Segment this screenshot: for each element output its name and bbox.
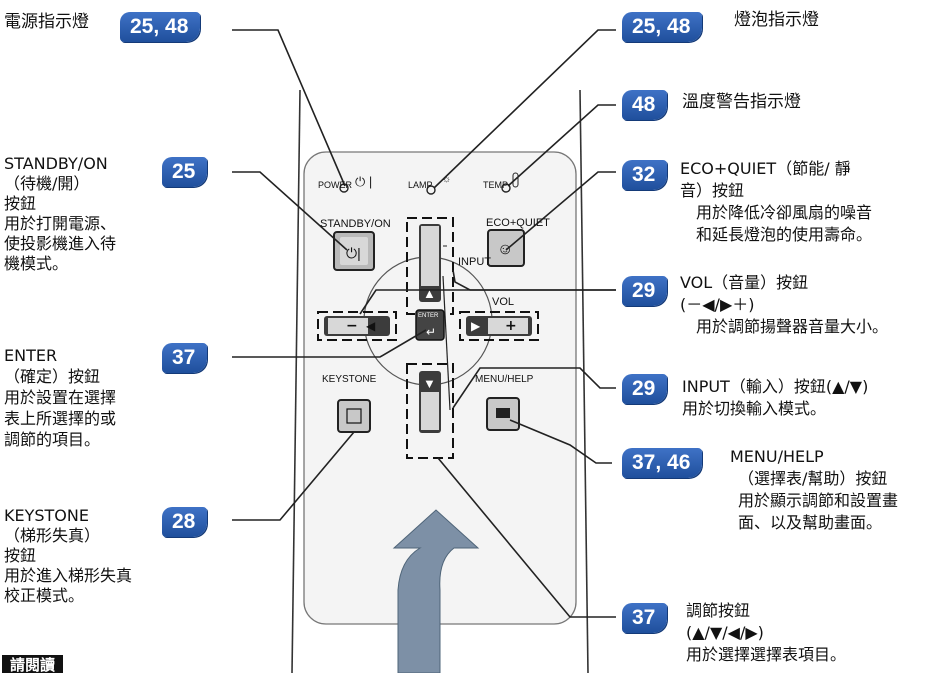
eco-line: 和延長燈泡的使用壽命。 xyxy=(696,225,873,244)
keystone-page-badge: 28 xyxy=(162,507,208,537)
right-button-frame xyxy=(459,311,539,341)
vol-page-badge: 29 xyxy=(622,276,668,306)
keystone-button[interactable] xyxy=(337,399,371,433)
vol-line: (－◀/▶＋) xyxy=(680,295,755,314)
lamp-title: 燈泡指示燈 xyxy=(734,10,819,30)
power-title: 電源指示燈 xyxy=(4,12,89,32)
menu-line: 面、以及幫助畫面。 xyxy=(738,513,883,532)
lamp-page-badge: 25, 48 xyxy=(622,12,703,42)
menu-line: （選擇表/幫助）按鈕 xyxy=(738,469,888,488)
menu-description: MENU/HELP （選擇表/幫助）按鈕 用於顯示調節和設置畫 面、以及幫助畫面… xyxy=(730,446,898,534)
standby-line: 機模式。 xyxy=(4,254,69,273)
eco-line: 音）按鈕 xyxy=(680,181,745,200)
lamp-indicator xyxy=(426,185,436,195)
standby-page-badge: 25 xyxy=(162,157,208,187)
power-page-badge: 25, 48 xyxy=(120,12,201,42)
keystone-remote-label: KEYSTONE xyxy=(322,374,377,385)
power-icon: ⏻| xyxy=(346,245,361,261)
standby-description: STANDBY/ON （待機/開） 按鈕 用於打開電源、 使投影機進入待 機模式… xyxy=(4,154,116,274)
enter-line: ENTER xyxy=(4,346,58,365)
direction-arrow xyxy=(392,509,480,673)
keystone-line: KEYSTONE xyxy=(4,506,89,525)
eco-leaf-icon: ☺ xyxy=(497,241,513,258)
up-arrow-icon: ▲ xyxy=(423,286,436,301)
temp-remote-label: TEMP xyxy=(483,180,509,190)
keystone-line: 按鈕 xyxy=(4,546,37,565)
left-arrow-icon: ◀ xyxy=(366,319,376,333)
eco-quiet-button[interactable] xyxy=(487,229,525,267)
standby-line: 使投影機進入待 xyxy=(4,234,117,253)
menu-remote-label: MENU/HELP xyxy=(475,374,534,385)
enter-page-badge: 37 xyxy=(162,343,208,373)
enter-return-icon: ↵ xyxy=(426,325,436,339)
standby-line: STANDBY/ON xyxy=(4,154,108,173)
standby-remote-label: STANDBY/ON xyxy=(320,218,391,230)
svg-text:⏻ |: ⏻ | xyxy=(355,174,372,189)
eco-line: 用於降低冷卻風扇的噪音 xyxy=(696,203,873,222)
standby-line: 按鈕 xyxy=(4,194,37,213)
input-line: 用於切換輸入模式。 xyxy=(682,399,827,418)
input-remote-label: INPUT xyxy=(458,256,491,268)
left-button-frame xyxy=(317,311,397,341)
menu-icon xyxy=(496,408,510,418)
eco-remote-label: ECO+QUIET xyxy=(486,217,550,229)
menu-page-badge: 37, 46 xyxy=(622,448,703,478)
vol-description: VOL（音量）按鈕 (－◀/▶＋) 用於調節揚聲器音量大小。 xyxy=(680,272,888,338)
menu-line: 用於顯示調節和設置畫 xyxy=(738,491,899,510)
temp-page-badge: 48 xyxy=(622,90,668,120)
keystone-icon xyxy=(346,408,362,424)
vol-remote-label: VOL xyxy=(492,296,515,308)
adjust-line: 用於選擇選擇表項目。 xyxy=(686,645,847,664)
eco-page-badge: 32 xyxy=(622,160,668,190)
down-button-frame xyxy=(406,363,454,459)
keystone-line: 校正模式。 xyxy=(4,586,85,605)
enter-line: 用於設置在選擇 xyxy=(4,388,117,407)
keystone-line: 用於進入梯形失真 xyxy=(4,566,133,585)
standby-line: （待機/開） xyxy=(4,174,90,193)
keystone-description: KEYSTONE （梯形失真） 按鈕 用於進入梯形失真 校正模式。 xyxy=(4,506,132,606)
vol-minus-label: − xyxy=(346,318,358,334)
adjust-page-badge: 37 xyxy=(622,603,668,633)
eco-line: ECO+QUIET（節能/ 靜 xyxy=(680,159,851,178)
enter-line: 表上所選擇的或 xyxy=(4,409,117,428)
right-arrow-icon: ▶ xyxy=(471,319,481,333)
menu-line: MENU/HELP xyxy=(730,447,824,466)
temp-title: 溫度警告指示燈 xyxy=(682,92,801,112)
enter-line: （確定）按鈕 xyxy=(4,367,101,386)
vol-line: VOL（音量）按鈕 xyxy=(680,273,809,292)
svg-text:☼: ☼ xyxy=(442,174,451,185)
vol-line: 用於調節揚聲器音量大小。 xyxy=(696,317,889,336)
adjust-description: 調節按鈕 (▲/▼/◀/▶) 用於選擇選擇表項目。 xyxy=(686,600,846,666)
eco-description: ECO+QUIET（節能/ 靜 音）按鈕 用於降低冷卻風扇的噪音 和延長燈泡的使… xyxy=(680,158,872,246)
adjust-line: 調節按鈕 xyxy=(686,601,751,620)
down-arrow-icon: ▼ xyxy=(423,376,436,391)
footer-tag: 請閱讀 xyxy=(2,655,64,673)
adjust-line: (▲/▼/◀/▶) xyxy=(686,623,764,642)
keystone-line: （梯形失真） xyxy=(4,526,101,545)
enter-line: 調節的項目。 xyxy=(4,430,101,449)
enter-remote-label: ENTER xyxy=(418,313,439,319)
input-description: INPUT（輸入）按鈕(▲/▼) 用於切換輸入模式。 xyxy=(682,376,868,420)
enter-description: ENTER （確定）按鈕 用於設置在選擇 表上所選擇的或 調節的項目。 xyxy=(4,345,116,450)
temp-indicator xyxy=(501,183,511,193)
power-remote-label: POWER xyxy=(318,180,353,190)
input-page-badge: 29 xyxy=(622,374,668,404)
input-line: INPUT（輸入）按鈕(▲/▼) xyxy=(682,377,869,396)
standby-line: 用於打開電源、 xyxy=(4,214,117,233)
vol-plus-label: + xyxy=(505,318,517,334)
lamp-remote-label: LAMP xyxy=(408,180,433,190)
